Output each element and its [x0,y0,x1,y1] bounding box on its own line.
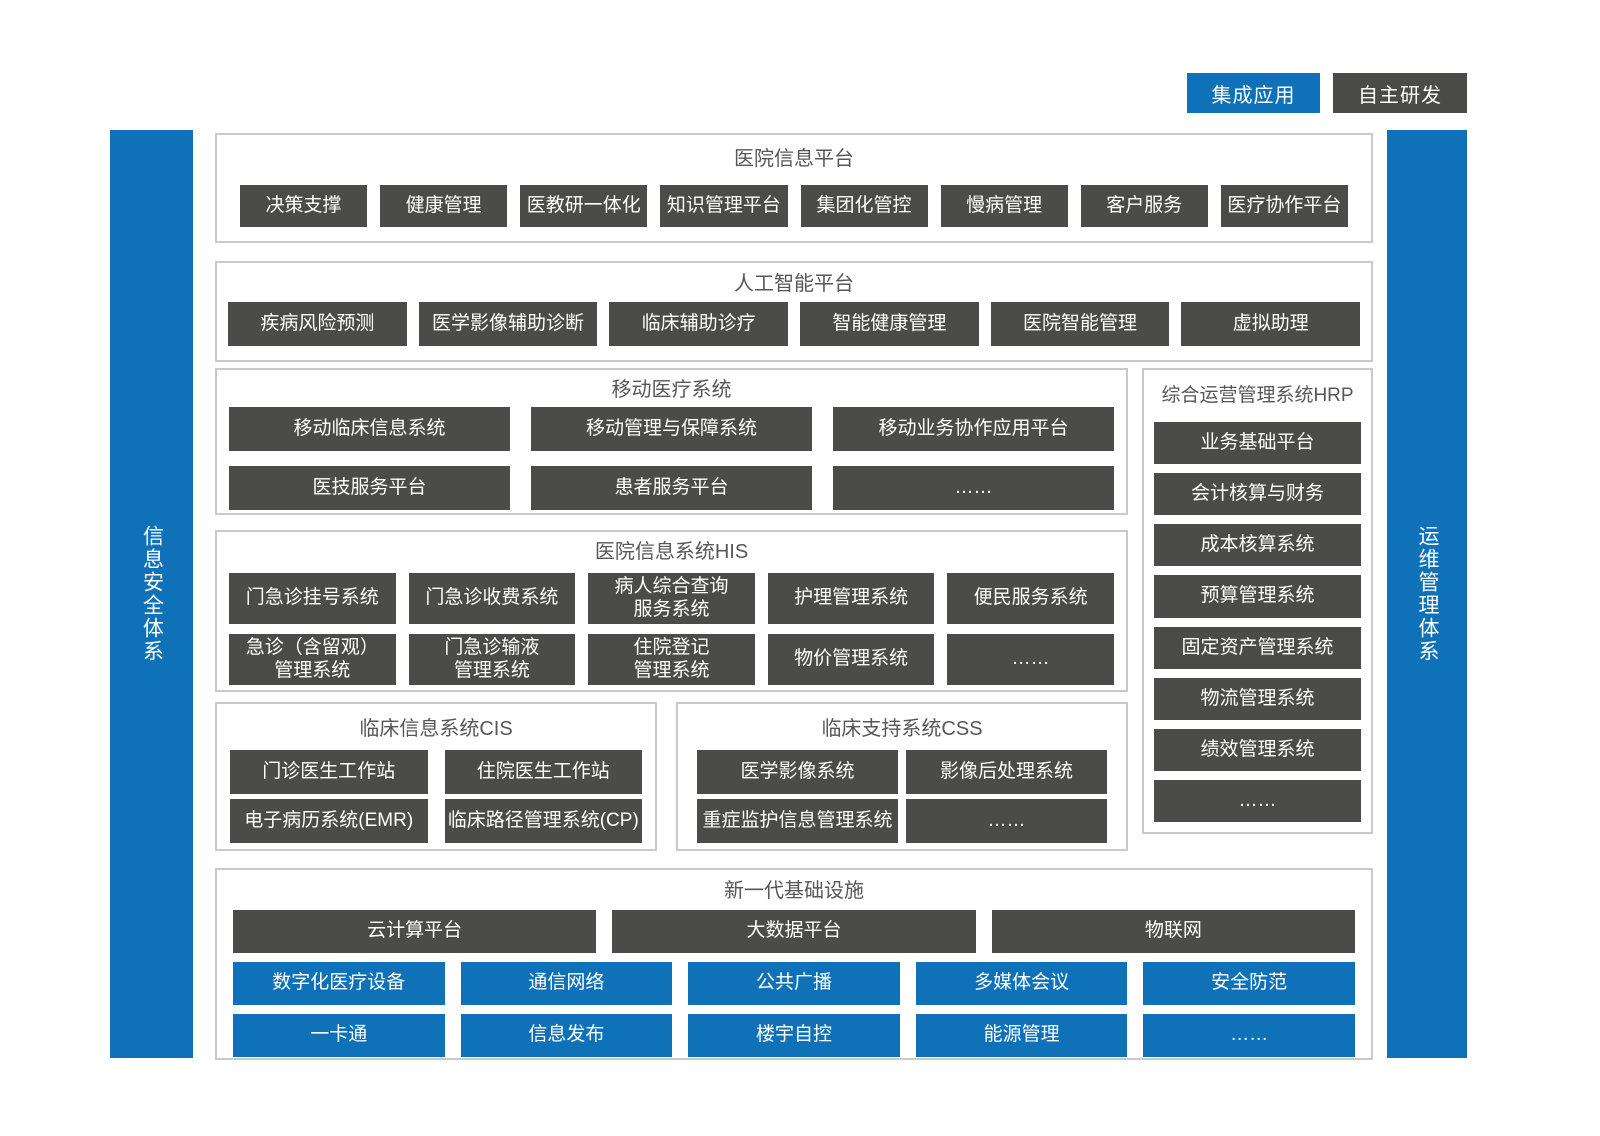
item-price-management-system: 物价管理系统 [767,634,935,685]
item-medical-imaging-system: 医学影像系统 [697,750,898,794]
item-digital-medical-equipment: 数字化医疗设备 [233,962,445,1005]
section-cis: 临床信息系统CIS 门诊医生工作站 住院医生工作站 电子病历系统(EMR) 临床… [215,702,657,851]
item-row: 决策支撑 健康管理 医教研一体化 知识管理平台 集团化管控 慢病管理 客户服务 … [240,185,1348,227]
item-column: 业务基础平台 会计核算与财务 成本核算系统 预算管理系统 固定资产管理系统 物流… [1154,422,1361,822]
section-hrp: 综合运营管理系统HRP 业务基础平台 会计核算与财务 成本核算系统 预算管理系统… [1142,368,1373,834]
bar-left-label: 信息安全体系 [140,525,164,663]
section-infrastructure: 新一代基础设施 云计算平台 大数据平台 物联网 数字化医疗设备 通信网络 公共广… [215,868,1373,1060]
item-decision-support: 决策支撑 [240,185,368,227]
bar-right-label: 运维管理体系 [1416,525,1439,663]
item-mobile-management-support-system: 移动管理与保障系统 [531,407,812,451]
item-inpatient-registration-management-system: 住院登记 管理系统 [588,634,755,685]
item-knowledge-management-platform: 知识管理平台 [660,185,788,227]
item-image-post-processing-system: 影像后处理系统 [906,750,1107,794]
item-row: 急诊（含留观） 管理系统 门急诊输液 管理系统 住院登记 管理系统 物价管理系统… [229,634,1114,685]
item-medical-imaging-assisted-diagnosis: 医学影像辅助诊断 [418,302,598,346]
item-information-release: 信息发布 [460,1014,673,1057]
item-medical-tech-service-platform: 医技服务平台 [229,466,510,510]
item-icu-information-management-system: 重症监护信息管理系统 [697,799,898,843]
item-clinical-assisted-diagnosis: 临床辅助诊疗 [609,302,789,346]
item-row: 移动临床信息系统 移动管理与保障系统 移动业务协作应用平台 [229,407,1114,451]
item-convenience-service-system: 便民服务系统 [947,573,1114,624]
item-row: 数字化医疗设备 通信网络 公共广播 多媒体会议 安全防范 [233,962,1355,1005]
item-mobile-clinical-info-system: 移动临床信息系统 [229,407,510,451]
item-one-card-pass: 一卡通 [233,1014,445,1057]
item-disease-risk-prediction: 疾病风险预测 [228,302,407,346]
item-budget-management-system: 预算管理系统 [1154,575,1361,618]
item-row: 医学影像系统 影像后处理系统 [697,750,1107,794]
item-row: 门诊医生工作站 住院医生工作站 [230,750,642,794]
section-title-css: 临床支持系统CSS [821,718,983,740]
item-fixed-assets-management-system: 固定资产管理系统 [1154,626,1361,669]
section-css: 临床支持系统CSS 医学影像系统 影像后处理系统 重症监护信息管理系统 …… [676,702,1128,851]
item-multimedia-conference: 多媒体会议 [915,962,1128,1005]
section-title-cis: 临床信息系统CIS [359,718,513,740]
item-row: 重症监护信息管理系统 …… [697,799,1107,843]
item-performance-management-system: 绩效管理系统 [1154,728,1361,771]
item-inpatient-doctor-workstation: 住院医生工作站 [444,750,642,794]
item-security-protection: 安全防范 [1143,962,1355,1005]
item-outpatient-emergency-registration-system: 门急诊挂号系统 [229,573,396,624]
item-outpatient-emergency-infusion-management-system: 门急诊输液 管理系统 [408,634,576,685]
item-ellipsis: …… [906,799,1107,843]
item-business-base-platform: 业务基础平台 [1154,422,1361,465]
item-medical-education-research-integration: 医教研一体化 [520,185,648,227]
item-row: 门急诊挂号系统 门急诊收费系统 病人综合查询 服务系统 护理管理系统 便民服务系… [229,573,1114,624]
item-ellipsis: …… [833,466,1114,510]
item-outpatient-emergency-charging-system: 门急诊收费系统 [408,573,576,624]
legend-self-developed: 自主研发 [1333,73,1467,113]
item-communication-network: 通信网络 [460,962,673,1005]
item-patient-service-platform: 患者服务平台 [531,466,812,510]
bar-information-security-system: 信息安全体系 [110,130,193,1058]
item-nursing-management-system: 护理管理系统 [767,573,935,624]
section-title-hrp: 综合运营管理系统HRP [1161,385,1354,406]
item-big-data-platform: 大数据平台 [612,910,976,953]
section-hospital-info-platform: 医院信息平台 决策支撑 健康管理 医教研一体化 知识管理平台 集团化管控 慢病管… [215,133,1373,243]
item-row: 云计算平台 大数据平台 物联网 [233,910,1355,953]
item-customer-service: 客户服务 [1080,185,1208,227]
item-intelligent-health-management: 智能健康管理 [800,302,979,346]
item-row: 医技服务平台 患者服务平台 …… [229,466,1114,510]
section-title-ai-platform: 人工智能平台 [734,273,854,295]
item-emr-system: 电子病历系统(EMR) [230,799,428,843]
item-logistics-management-system: 物流管理系统 [1154,677,1361,720]
item-health-management: 健康管理 [380,185,508,227]
section-ai-platform: 人工智能平台 疾病风险预测 医学影像辅助诊断 临床辅助诊疗 智能健康管理 医院智… [215,261,1373,362]
bar-operation-maintenance-system: 运维管理体系 [1387,130,1467,1058]
section-mobile-medical-system: 移动医疗系统 移动临床信息系统 移动管理与保障系统 移动业务协作应用平台 医技服… [215,368,1128,515]
item-emergency-observation-management-system: 急诊（含留观） 管理系统 [229,634,396,685]
item-energy-management: 能源管理 [915,1014,1128,1057]
item-medical-collaboration-platform: 医疗协作平台 [1220,185,1348,227]
item-internet-of-things: 物联网 [991,910,1355,953]
item-building-automation: 楼宇自控 [688,1014,900,1057]
section-title-infrastructure: 新一代基础设施 [724,880,864,902]
item-public-broadcasting: 公共广播 [688,962,900,1005]
item-cloud-computing-platform: 云计算平台 [233,910,597,953]
item-outpatient-doctor-workstation: 门诊医生工作站 [230,750,428,794]
item-hospital-intelligent-management: 医院智能管理 [990,302,1170,346]
section-title-his: 医院信息系统HIS [594,541,749,563]
section-his: 医院信息系统HIS 门急诊挂号系统 门急诊收费系统 病人综合查询 服务系统 护理… [215,530,1128,692]
item-row: 电子病历系统(EMR) 临床路径管理系统(CP) [230,799,642,843]
item-row: 一卡通 信息发布 楼宇自控 能源管理 …… [233,1014,1355,1057]
item-clinical-pathway-management-system: 临床路径管理系统(CP) [444,799,642,843]
item-ellipsis: …… [1143,1014,1355,1057]
item-row: 疾病风险预测 医学影像辅助诊断 临床辅助诊疗 智能健康管理 医院智能管理 虚拟助… [228,302,1361,346]
item-cost-accounting-system: 成本核算系统 [1154,524,1361,567]
item-accounting-and-finance: 会计核算与财务 [1154,473,1361,516]
item-chronic-disease-management: 慢病管理 [940,185,1068,227]
section-title-mobile-medical-system: 移动医疗系统 [611,379,732,401]
section-title-hospital-info-platform: 医院信息平台 [734,148,854,170]
item-virtual-assistant: 虚拟助理 [1181,302,1361,346]
item-group-control: 集团化管控 [800,185,928,227]
legend-integrated-application: 集成应用 [1187,73,1320,113]
item-ellipsis: …… [947,634,1114,685]
item-patient-comprehensive-query-service-system: 病人综合查询 服务系统 [588,573,755,624]
item-ellipsis: …… [1154,779,1361,822]
item-mobile-business-collaboration-platform: 移动业务协作应用平台 [833,407,1114,451]
